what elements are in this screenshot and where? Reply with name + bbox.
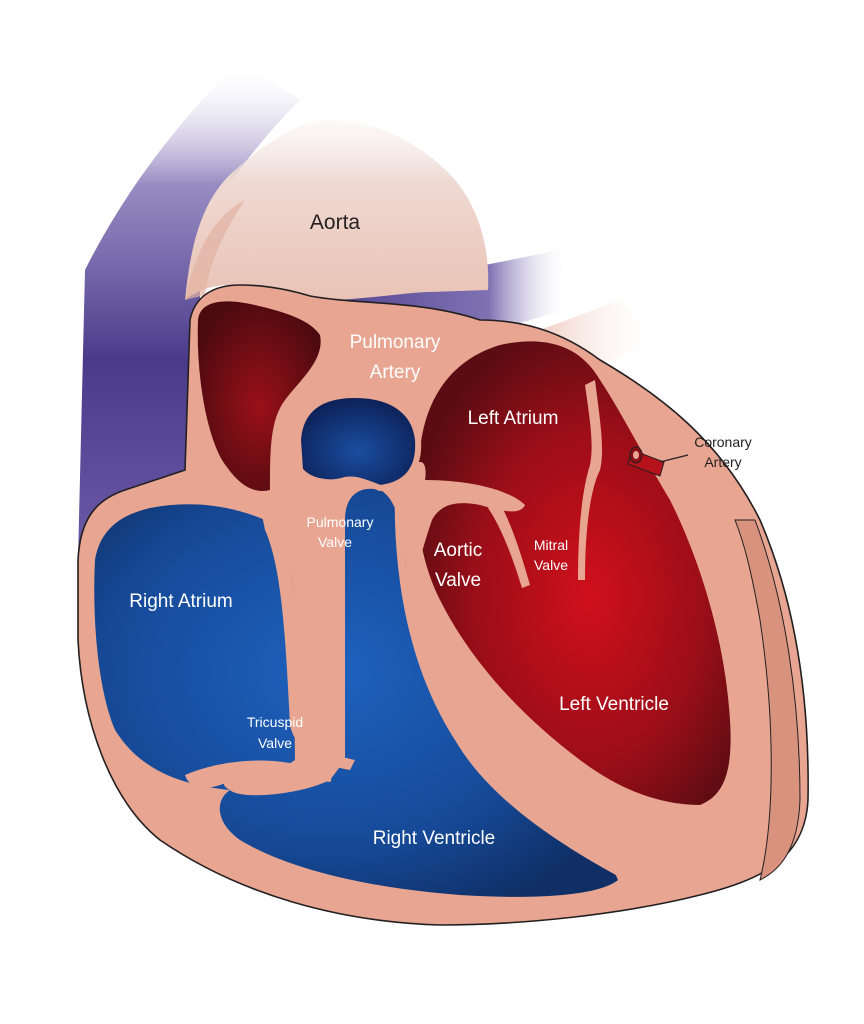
aorta-shadow bbox=[185, 200, 245, 300]
pulmonary-outflow-wall-left bbox=[260, 440, 355, 770]
label-left-ventricle: Left Ventricle bbox=[559, 694, 669, 715]
coronary-artery-icon bbox=[627, 446, 689, 477]
label-mitral-valve-line2: Valve bbox=[534, 557, 568, 573]
label-pulmonary-valve-line1: Pulmonary bbox=[307, 514, 374, 530]
label-mitral-valve-line1: Mitral bbox=[534, 537, 568, 553]
label-right-ventricle: Right Ventricle bbox=[373, 828, 496, 849]
label-coronary-artery-line1: Coronary bbox=[694, 434, 752, 450]
label-tricuspid-valve-line2: Valve bbox=[258, 735, 292, 751]
left-heart-chambers bbox=[416, 341, 731, 805]
label-right-atrium: Right Atrium bbox=[129, 591, 232, 612]
aortic-valve-cusps bbox=[406, 461, 525, 575]
heart-wall-right-edge bbox=[734, 519, 801, 881]
label-aorta: Aorta bbox=[310, 211, 361, 234]
label-pulmonary-valve-line2: Valve bbox=[318, 534, 352, 550]
right-heart-chambers bbox=[94, 488, 618, 897]
label-pulmonary-artery-line1: Pulmonary bbox=[350, 332, 441, 353]
aorta bbox=[185, 120, 489, 300]
mitral-valve-leaflet bbox=[488, 500, 530, 588]
mitral-valve-chordae bbox=[578, 380, 603, 580]
label-tricuspid-valve-line1: Tricuspid bbox=[247, 714, 303, 730]
superior-vena-cava bbox=[78, 60, 300, 560]
label-aortic-valve-line1: Aortic bbox=[434, 540, 483, 561]
pulmonary-vein-fade bbox=[540, 300, 660, 365]
tricuspid-valve-flap bbox=[185, 760, 332, 788]
label-coronary-artery-line2: Artery bbox=[704, 454, 741, 470]
label-pulmonary-artery-line2: Artery bbox=[370, 362, 421, 383]
label-aortic-valve-line2: Valve bbox=[435, 570, 481, 591]
aortic-root-chamber bbox=[197, 301, 321, 491]
label-left-atrium: Left Atrium bbox=[468, 408, 559, 429]
interventricular-septum bbox=[394, 470, 640, 880]
pulmonary-valve-chamber bbox=[294, 391, 422, 492]
